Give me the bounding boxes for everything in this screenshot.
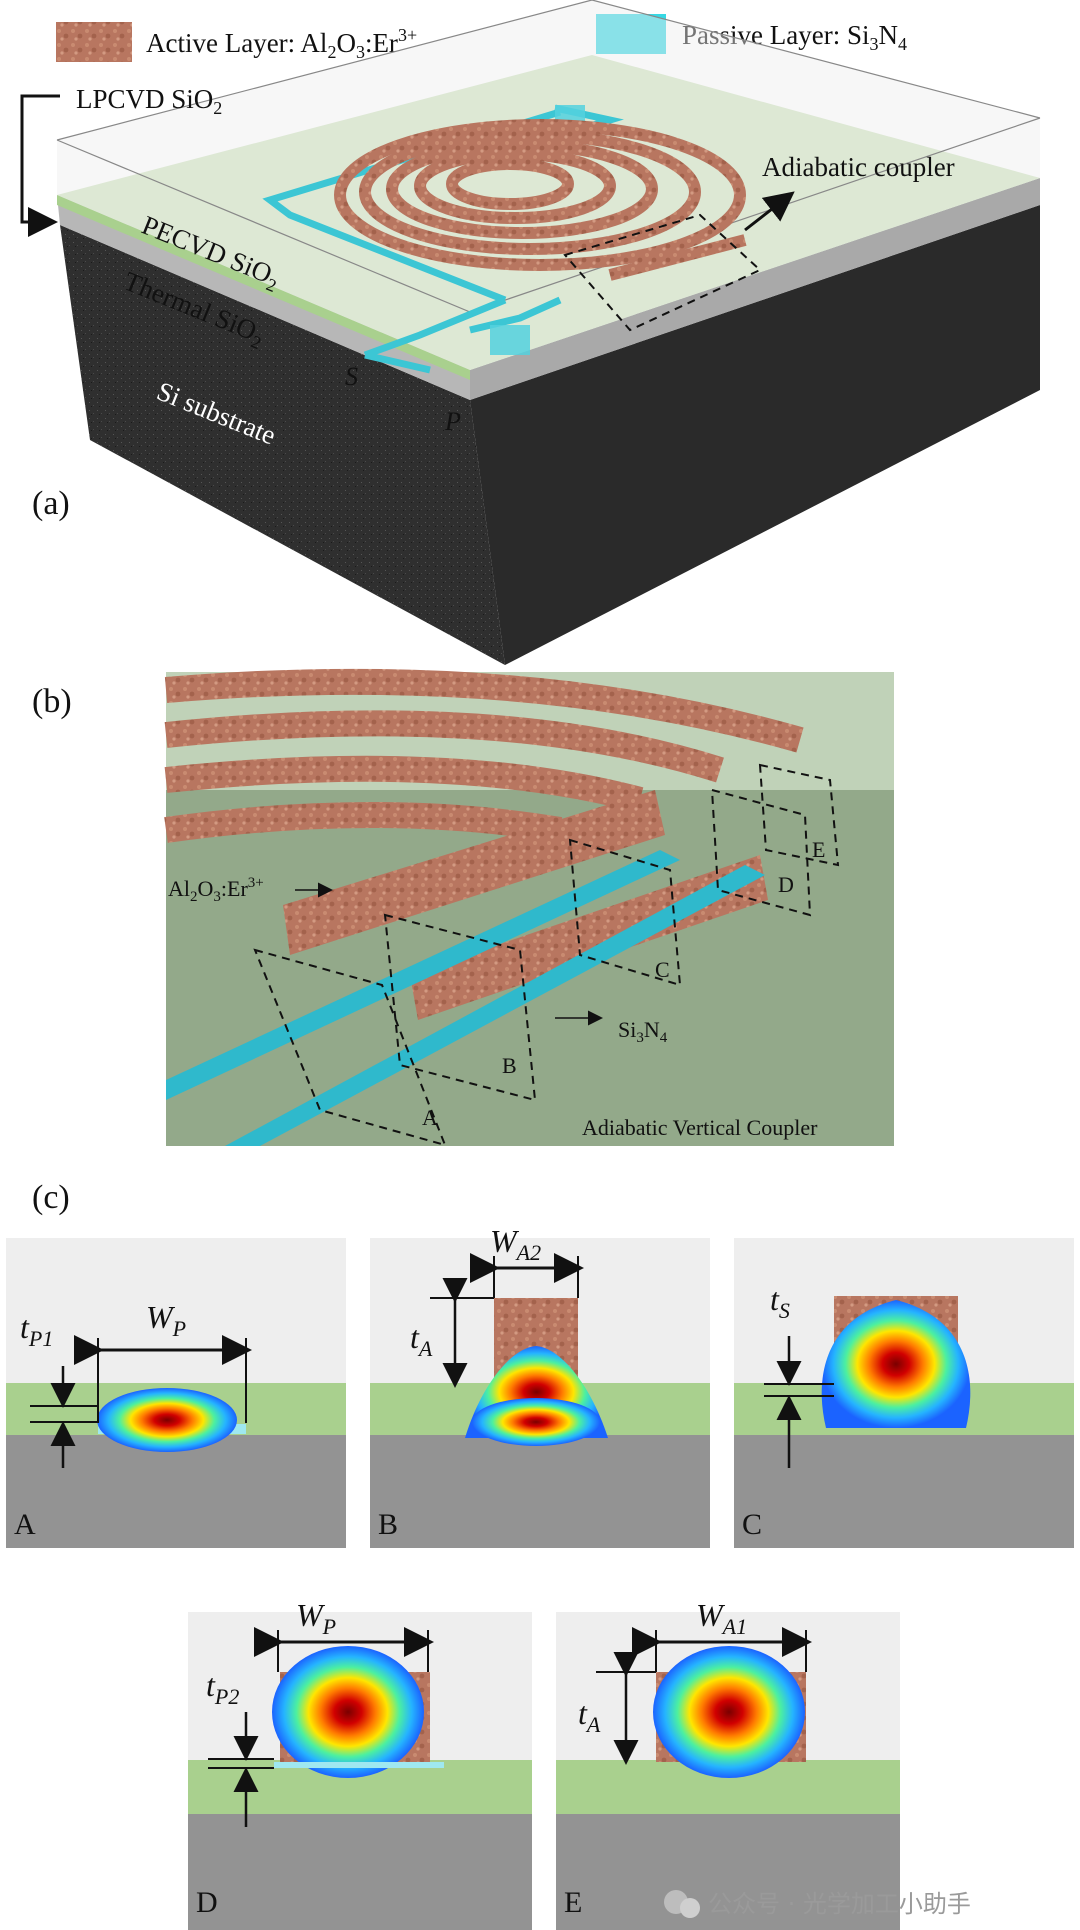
b-caption: Adiabatic Vertical Coupler (582, 1115, 818, 1140)
active-legend-label: Active Layer: Al2O3:Er3+ (146, 25, 417, 62)
active-swatch (56, 22, 132, 62)
section-e: WA1 tA E (556, 1597, 900, 1930)
b-dim-wa2: WA2 (490, 1223, 541, 1265)
passive-legend-label: Passive Layer: Si3N4 (682, 20, 907, 54)
a-dim-tp1: tP1 (20, 1309, 53, 1351)
section-b: WA2 tA B (370, 1223, 710, 1548)
pecvd-front (57, 195, 470, 380)
legend: Active Layer: Al2O3:Er3+ Passive Layer: … (56, 14, 907, 62)
e-dim-ta: tA (578, 1695, 601, 1737)
lpcvd-edge (56, 0, 1041, 141)
section-c-label: C (655, 957, 670, 982)
panel-b: (b) A B C D E Al2O3:Er3+ Si3 (32, 668, 894, 1147)
section-a-label: A (422, 1105, 438, 1130)
coupler-box (563, 213, 762, 332)
panel-a: Adiabatic coupler LPCVD SiO2 PECVD SiO2 … (20, 0, 1041, 665)
port-s-label: S (345, 362, 358, 391)
section-d-label: D (778, 872, 794, 897)
watermark-text: 公众号 · 光学加工小助手 (708, 1890, 971, 1918)
section-a: tP1 WP A (6, 1238, 346, 1548)
section-d: WP tP2 D (188, 1597, 532, 1930)
substrate-side (470, 205, 1040, 665)
lpcvd-bracket (20, 94, 60, 237)
panel-b-tag: (b) (32, 683, 72, 720)
section-b-label: B (502, 1053, 517, 1078)
lpcvd-cladding (57, 0, 1040, 370)
lpcvd-label: LPCVD SiO2 (76, 84, 222, 118)
b-active-bar-2 (410, 855, 768, 1020)
panel-c-tag: (c) (32, 1179, 70, 1216)
b-section-frames (253, 763, 840, 1147)
watermark: 公众号 · 光学加工小助手 (664, 1890, 971, 1918)
passive-swatch (596, 14, 666, 54)
b-active-bar-1 (283, 790, 665, 955)
wechat-icon-2 (680, 1898, 700, 1918)
coupler-label: Adiabatic coupler (762, 152, 955, 182)
b-passive-label: Si3N4 (618, 1017, 668, 1046)
section-c: tS C (734, 1238, 1074, 1548)
panel-a-tag: (a) (32, 485, 70, 522)
e-letter: E (564, 1886, 582, 1919)
d-dim-tp2: tP2 (206, 1667, 239, 1709)
b-passive-strip-1 (166, 850, 680, 1100)
splitter-box (490, 325, 530, 355)
active-taper (608, 234, 747, 281)
coupler-arrow (744, 191, 795, 232)
c-letter: C (742, 1508, 762, 1541)
a-letter: A (14, 1508, 36, 1541)
thermal-oxide-side (470, 178, 1040, 400)
substrate-front (60, 225, 505, 665)
d-letter: D (196, 1886, 218, 1919)
c-dim-ts: tS (770, 1281, 790, 1323)
b-passive-strip-2 (225, 865, 765, 1146)
active-spiral (334, 119, 746, 271)
a-dim-wp: WP (146, 1299, 186, 1341)
d-dim-wp: WP (296, 1597, 336, 1639)
port-p-label: P (444, 407, 461, 436)
b-active-label: Al2O3:Er3+ (168, 875, 264, 905)
b-dim-ta: tA (410, 1319, 433, 1361)
e-dim-wa1: WA1 (696, 1597, 747, 1639)
b-active-rings (164, 668, 804, 843)
b-letter: B (378, 1508, 398, 1541)
section-e-label: E (812, 837, 825, 862)
